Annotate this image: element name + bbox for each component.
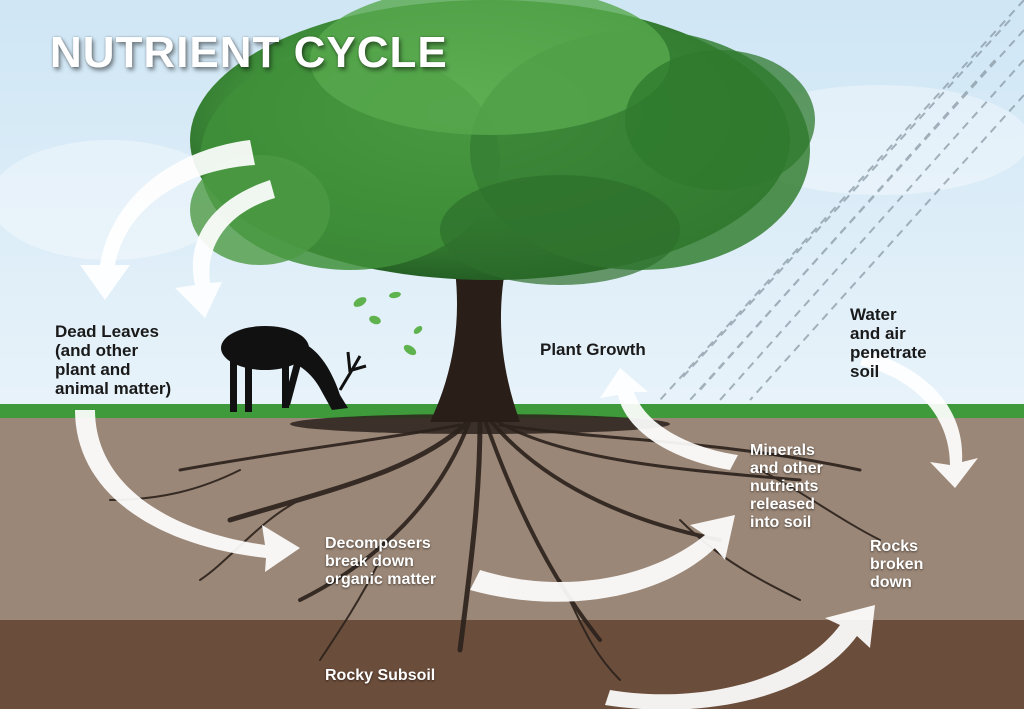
label-rocks: Rocks broken down <box>870 538 923 592</box>
label-dead-leaves: Dead Leaves (and other plant and animal … <box>55 322 171 398</box>
label-rocky-subsoil: Rocky Subsoil <box>325 667 435 685</box>
page-title: NUTRIENT CYCLE <box>50 28 448 78</box>
label-water-air: Water and air penetrate soil <box>850 305 927 381</box>
label-plant-growth: Plant Growth <box>540 340 646 359</box>
label-decomposers: Decomposers break down organic matter <box>325 535 436 589</box>
label-minerals: Minerals and other nutrients released in… <box>750 442 823 532</box>
